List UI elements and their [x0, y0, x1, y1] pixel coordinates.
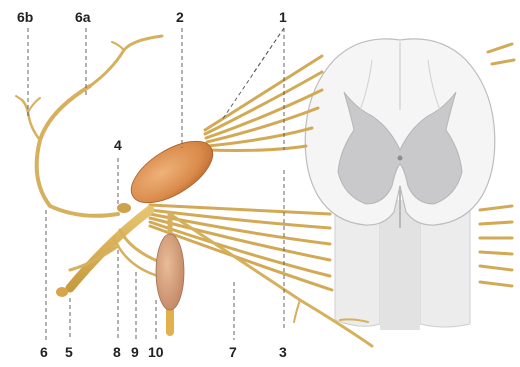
label-7: 7 — [229, 345, 237, 359]
label-8: 8 — [113, 345, 121, 359]
spinal-cord-section — [305, 39, 495, 330]
label-9: 9 — [131, 345, 139, 359]
label-6: 6 — [40, 345, 48, 359]
label-6b: 6b — [17, 10, 33, 24]
label-10: 10 — [148, 345, 164, 359]
nerve-trunk-origin — [117, 203, 131, 213]
label-6a: 6a — [75, 10, 91, 24]
label-3: 3 — [279, 345, 287, 359]
sympathetic-ganglion — [156, 234, 184, 310]
label-5: 5 — [65, 345, 73, 359]
label-4: 4 — [114, 138, 122, 152]
label-2: 2 — [176, 10, 184, 24]
label-1: 1 — [279, 10, 287, 24]
